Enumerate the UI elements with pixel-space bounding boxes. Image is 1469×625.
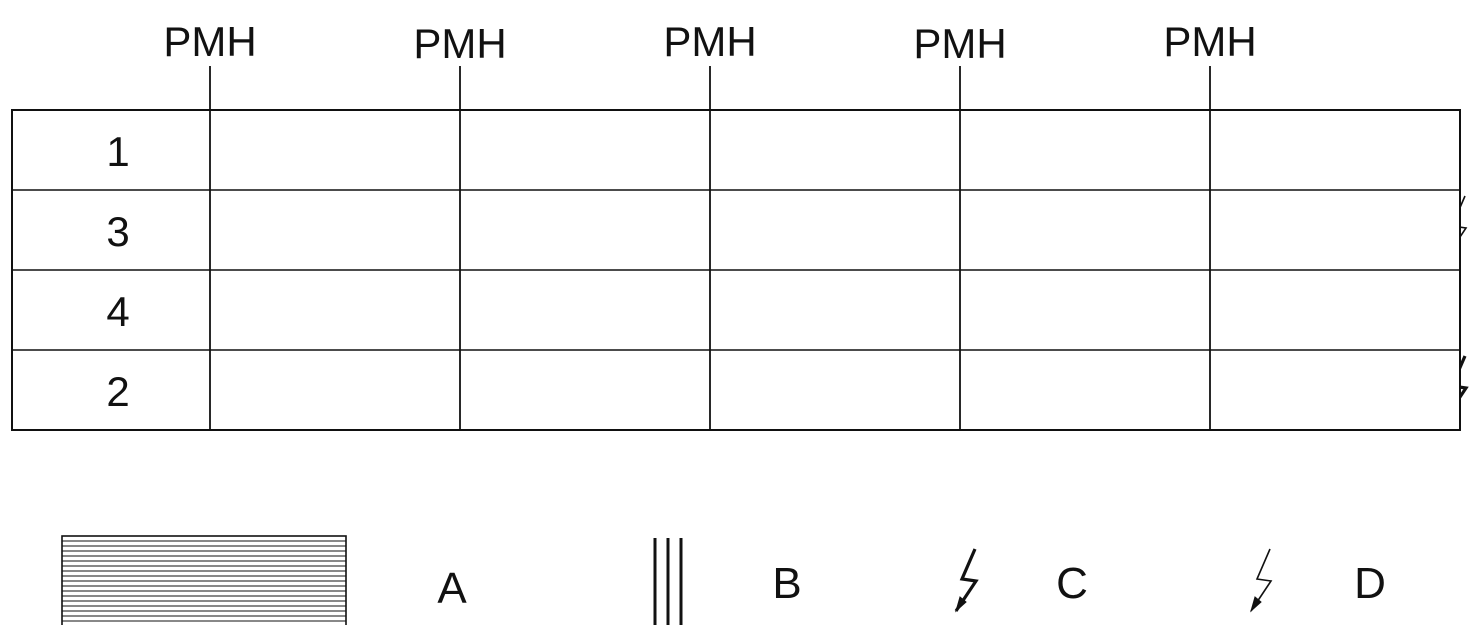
cylinder-label-row-2: 3 <box>106 208 129 255</box>
legend-label-c: C <box>1056 559 1088 608</box>
legend-spark-light <box>1250 548 1273 613</box>
legend-symbol-a <box>61 535 347 625</box>
cylinder-label-row-4: 2 <box>106 368 129 415</box>
legend-symbol-d <box>1250 548 1273 613</box>
legend-label-d: D <box>1354 559 1386 608</box>
legend-hatch-swatch <box>61 535 347 625</box>
pmh-label-1: PMH <box>163 18 256 65</box>
legend-label-b: B <box>772 559 801 608</box>
pmh-label-3: PMH <box>663 18 756 65</box>
legend-symbol-c <box>954 548 979 613</box>
pmh-labels: PMH PMH PMH PMH PMH <box>163 18 1256 67</box>
cylinder-label-row-1: 1 <box>106 128 129 175</box>
pmh-label-5: PMH <box>1163 18 1256 65</box>
legend: A B C D <box>61 535 1386 625</box>
pmh-label-4: PMH <box>913 20 1006 67</box>
diagram-grid <box>11 66 1461 431</box>
pmh-label-2: PMH <box>413 20 506 67</box>
legend-bars-swatch <box>653 538 684 625</box>
cylinder-label-row-3: 4 <box>106 288 129 335</box>
cylinder-labels: 1 3 4 2 <box>106 128 129 415</box>
legend-label-a: A <box>437 564 467 613</box>
legend-symbol-b <box>653 538 684 625</box>
legend-spark-bold <box>954 548 979 613</box>
